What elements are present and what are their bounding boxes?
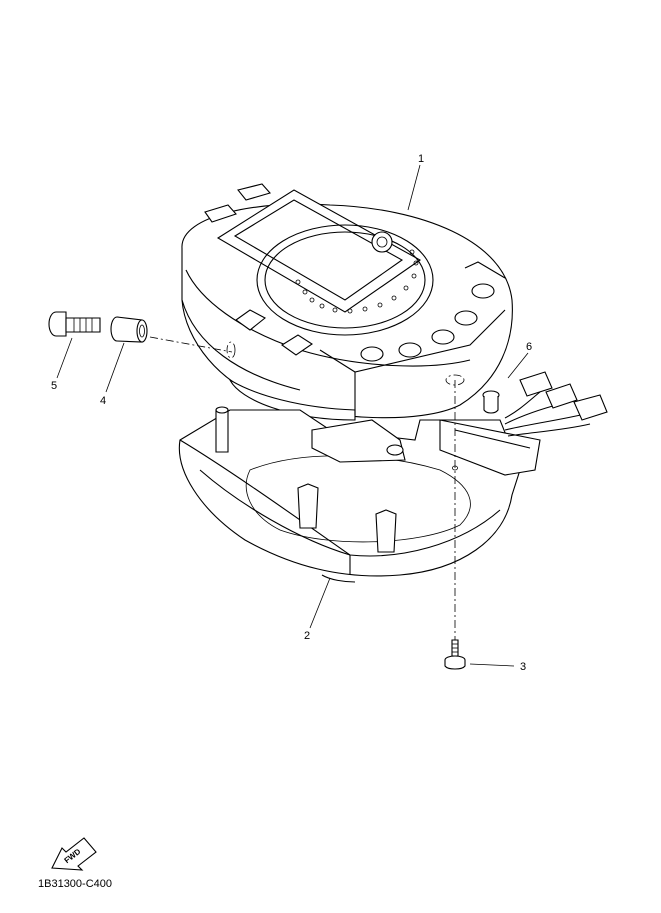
collar-part-4 (110, 316, 148, 343)
leader-lines (56, 164, 529, 667)
diagram-code: 1B31300-C400 (38, 878, 113, 890)
callout-3: 3 (520, 661, 527, 673)
callout-1: 1 (418, 153, 425, 165)
lower-case (178, 406, 541, 583)
fwd-arrow-icon: FWD (51, 837, 97, 871)
callout-2: 2 (304, 630, 311, 642)
wire-harness (482, 371, 608, 437)
bolt-part-5 (48, 311, 101, 337)
callout-5: 5 (51, 380, 58, 392)
meter-assembly (181, 183, 513, 421)
callout-4: 4 (100, 395, 107, 407)
callout-6: 6 (526, 341, 533, 353)
screw-part-3 (444, 639, 466, 670)
